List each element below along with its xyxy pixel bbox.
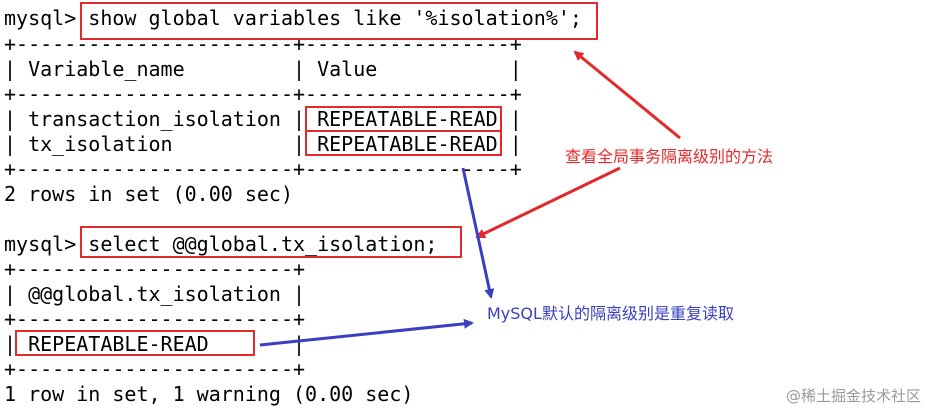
table-header-row: | Variable_name | Value | — [4, 57, 522, 81]
watermark: @稀土掘金技术社区 — [785, 387, 921, 405]
arrow-from-values — [461, 167, 495, 299]
table-border: +-----------------------+---------------… — [4, 82, 522, 106]
highlight-box-default-value — [15, 330, 255, 356]
table-header-row: | @@global.tx_isolation | — [4, 282, 306, 306]
highlight-box-value-2 — [305, 130, 502, 156]
table-row: | tx_isolation | REPEATABLE-READ | — [4, 132, 522, 156]
highlight-box-show-command — [80, 2, 598, 40]
table-border-bottom: +-----------------------+---------------… — [4, 157, 522, 181]
annotation-global-method: 查看全局事务隔离级别的方法 — [565, 147, 774, 166]
command-line-select-isolation[interactable]: mysql> select @@global.tx_isolation; — [4, 232, 438, 256]
command-line-show-variables[interactable]: mysql> show global variables like '%isol… — [4, 6, 582, 30]
table-border-bottom: +-----------------------+ — [4, 357, 306, 381]
arrow-to-show-command — [573, 50, 681, 140]
table-row: | transaction_isolation | REPEATABLE-REA… — [4, 107, 522, 131]
result-summary: 1 row in set, 1 warning (0.00 sec) — [4, 382, 414, 406]
table-border-top: +-----------------------+ — [4, 257, 306, 281]
table-border-top: +-----------------------+---------------… — [4, 32, 522, 56]
highlight-box-value-1 — [305, 106, 502, 132]
table-border: +-----------------------+ — [4, 307, 306, 331]
annotation-default-level: MySQL默认的隔离级别是重复读取 — [487, 304, 734, 323]
highlight-box-select-command — [80, 226, 462, 258]
result-summary: 2 rows in set (0.00 sec) — [4, 182, 293, 206]
